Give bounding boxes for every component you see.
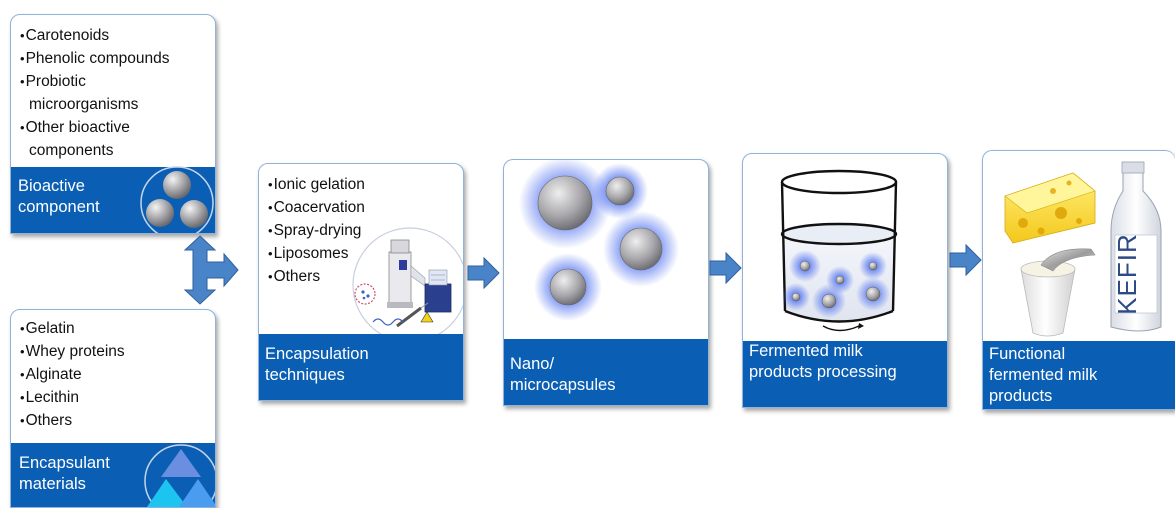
- list-item: Probiotic microorganisms: [20, 70, 179, 116]
- list-item: Others: [268, 265, 463, 288]
- microcapsules-box: Nano/ microcapsules: [503, 159, 709, 406]
- right-arrow-icon: [467, 256, 500, 290]
- right-arrow-icon: [949, 243, 982, 277]
- list-item: Gelatin: [20, 317, 215, 340]
- list-item: Spray-drying: [268, 219, 463, 242]
- grey-spheres-icon: [140, 166, 214, 233]
- processing-label: Fermented milk products processing: [749, 342, 897, 381]
- functional-products-label-bar: Functional fermented milk products: [983, 341, 1175, 409]
- list-item: Phenolic compounds: [20, 47, 215, 70]
- encapsulant-label: Encapsulant materials: [19, 454, 110, 493]
- processing-box: Fermented milk products processing: [742, 153, 948, 408]
- list-item: Other bioactive components: [20, 116, 179, 162]
- bioactive-label: Bioactive component: [18, 177, 100, 216]
- list-item: Others: [20, 409, 215, 432]
- dairy-products-icon: KEFIR: [1004, 161, 1162, 337]
- encapsulant-materials-box: Gelatin Whey proteins Alginate Lecithin …: [10, 309, 216, 508]
- techniques-list: Ionic gelation Coacervation Spray-drying…: [268, 173, 463, 288]
- stirred-beaker-icon: [780, 169, 898, 332]
- right-arrow-icon: [709, 251, 742, 285]
- list-item: Liposomes: [268, 242, 463, 265]
- list-item: Whey proteins: [20, 340, 215, 363]
- blue-triangles-icon: [144, 444, 215, 507]
- techniques-label-bar: Encapsulation techniques: [259, 334, 463, 400]
- list-item: Lecithin: [20, 386, 215, 409]
- bioactive-list: Carotenoids Phenolic compounds Probiotic…: [20, 24, 215, 162]
- processing-label-bar: Fermented milk products processing: [743, 341, 947, 407]
- lab-equipment-icon: [352, 227, 463, 343]
- kefir-label: KEFIR: [1112, 233, 1142, 315]
- encapsulation-techniques-box: Ionic gelation Coacervation Spray-drying…: [258, 163, 464, 401]
- list-item: Coacervation: [268, 196, 463, 219]
- techniques-label: Encapsulation techniques: [265, 345, 369, 384]
- functional-products-box: KEFIR Functional fermented milk products: [982, 150, 1175, 410]
- bioactive-component-box: Carotenoids Phenolic compounds Probiotic…: [10, 14, 216, 234]
- list-item: Ionic gelation: [268, 173, 463, 196]
- functional-products-label: Functional fermented milk products: [989, 345, 1098, 405]
- microcapsules-label-bar: Nano/ microcapsules: [504, 339, 708, 405]
- list-item: Alginate: [20, 363, 215, 386]
- list-item: Carotenoids: [20, 24, 215, 47]
- combine-arrow-icon: [183, 235, 239, 305]
- glowing-capsules-icon: [519, 160, 679, 321]
- encapsulant-list: Gelatin Whey proteins Alginate Lecithin …: [20, 317, 215, 432]
- microcapsules-label: Nano/ microcapsules: [510, 355, 616, 394]
